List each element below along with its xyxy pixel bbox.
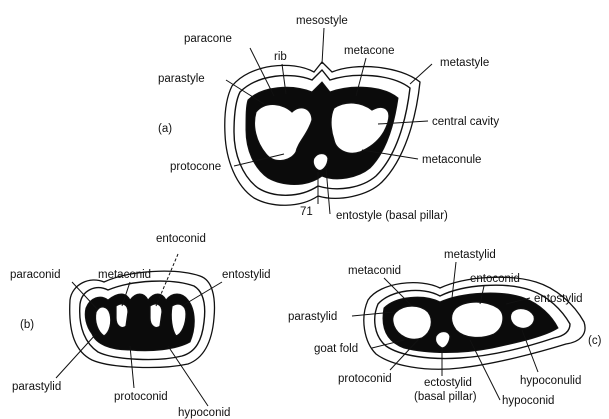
- label-c-ectostylid: ectostylid: [424, 377, 472, 389]
- label-c-hypoconulid: hypoconulid: [520, 375, 581, 387]
- label-b-entostylid: entostylid: [222, 269, 271, 281]
- label-central-cavity: central cavity: [432, 116, 499, 128]
- label-mesostyle: mesostyle: [296, 15, 348, 27]
- label-c-entostylid: entostylid: [534, 293, 583, 305]
- tooth-c-posterior-basin: [452, 302, 503, 337]
- tooth-b-metaconid-fold: [116, 304, 128, 328]
- label-71: 71: [300, 206, 313, 218]
- label-c-goat-fold: goat fold: [314, 343, 358, 355]
- label-b-paraconid: paraconid: [10, 269, 61, 281]
- label-c-metastylid: metastylid: [444, 249, 496, 261]
- leader-mesostyle: [322, 28, 324, 64]
- label-c-protoconid: protoconid: [338, 373, 392, 385]
- label-rib: rib: [274, 51, 287, 63]
- leader-metastyle: [410, 64, 432, 84]
- label-c-metaconid: metaconid: [348, 265, 401, 277]
- label-metacone: metacone: [344, 45, 395, 57]
- label-b-hypoconid: hypoconid: [178, 407, 230, 419]
- label-parastyle: parastyle: [158, 73, 205, 85]
- label-protocone: protocone: [170, 161, 221, 173]
- tooth-a: [225, 62, 420, 205]
- label-metastyle: metastyle: [440, 57, 489, 69]
- panel-label-a: (a): [158, 123, 172, 135]
- label-b-metaconid: metaconid: [98, 269, 151, 281]
- leader-b-parastylid: [56, 334, 96, 378]
- tooth-c-hypoconulid-basin: [510, 309, 534, 329]
- panel-label-b: (b): [20, 319, 34, 331]
- panel-label-c: (c): [588, 335, 602, 347]
- label-c-basal-pillar: (basal pillar): [414, 391, 477, 403]
- label-metaconule: metaconule: [422, 154, 481, 166]
- label-entostyle: entostyle (basal pillar): [336, 210, 448, 222]
- leader-b-hypoconid: [168, 346, 208, 406]
- label-b-protoconid: protoconid: [114, 391, 168, 403]
- label-b-parastylid: parastylid: [12, 381, 61, 393]
- label-c-hypoconid: hypoconid: [502, 395, 554, 407]
- tooth-b: [70, 271, 215, 367]
- label-paracone: paracone: [184, 33, 232, 45]
- label-b-entoconid: entoconid: [156, 233, 206, 245]
- label-c-parastylid: parastylid: [288, 311, 337, 323]
- tooth-b-entoconid-fold: [150, 304, 162, 328]
- label-c-entoconid: entoconid: [470, 273, 520, 285]
